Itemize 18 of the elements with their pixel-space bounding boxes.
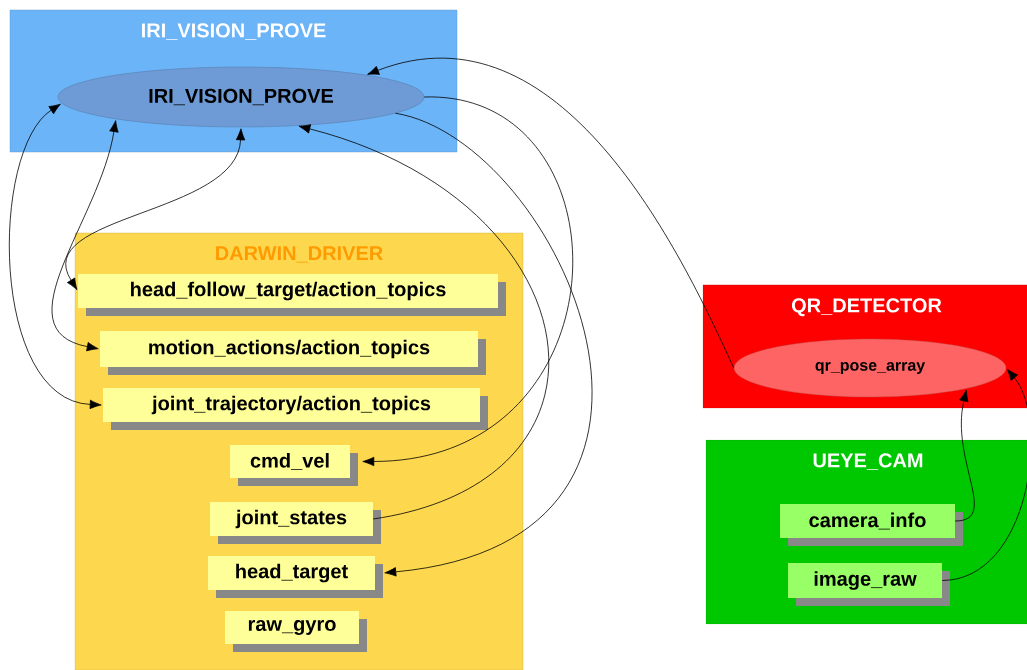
topic-box: cmd_vel [230, 445, 358, 486]
topic-box: image_raw [788, 563, 950, 606]
arrow [9, 103, 102, 410]
topic-box: head_target [208, 556, 383, 598]
topic-box: joint_trajectory/action_topics [103, 388, 488, 430]
arrow [384, 112, 593, 577]
arrow [367, 58, 735, 369]
topic-box: head_follow_target/action_topics [78, 274, 506, 316]
topic-box: camera_info [780, 504, 963, 546]
topic-box: raw_gyro [225, 611, 367, 652]
arrow [51, 120, 119, 352]
topic-box: motion_actions/action_topics [100, 331, 486, 375]
arrow [298, 124, 549, 520]
arrow [65, 128, 246, 291]
arrow [941, 368, 1027, 581]
arrow [954, 389, 975, 522]
topic-box: joint_states [210, 502, 381, 544]
arrow [362, 96, 573, 467]
